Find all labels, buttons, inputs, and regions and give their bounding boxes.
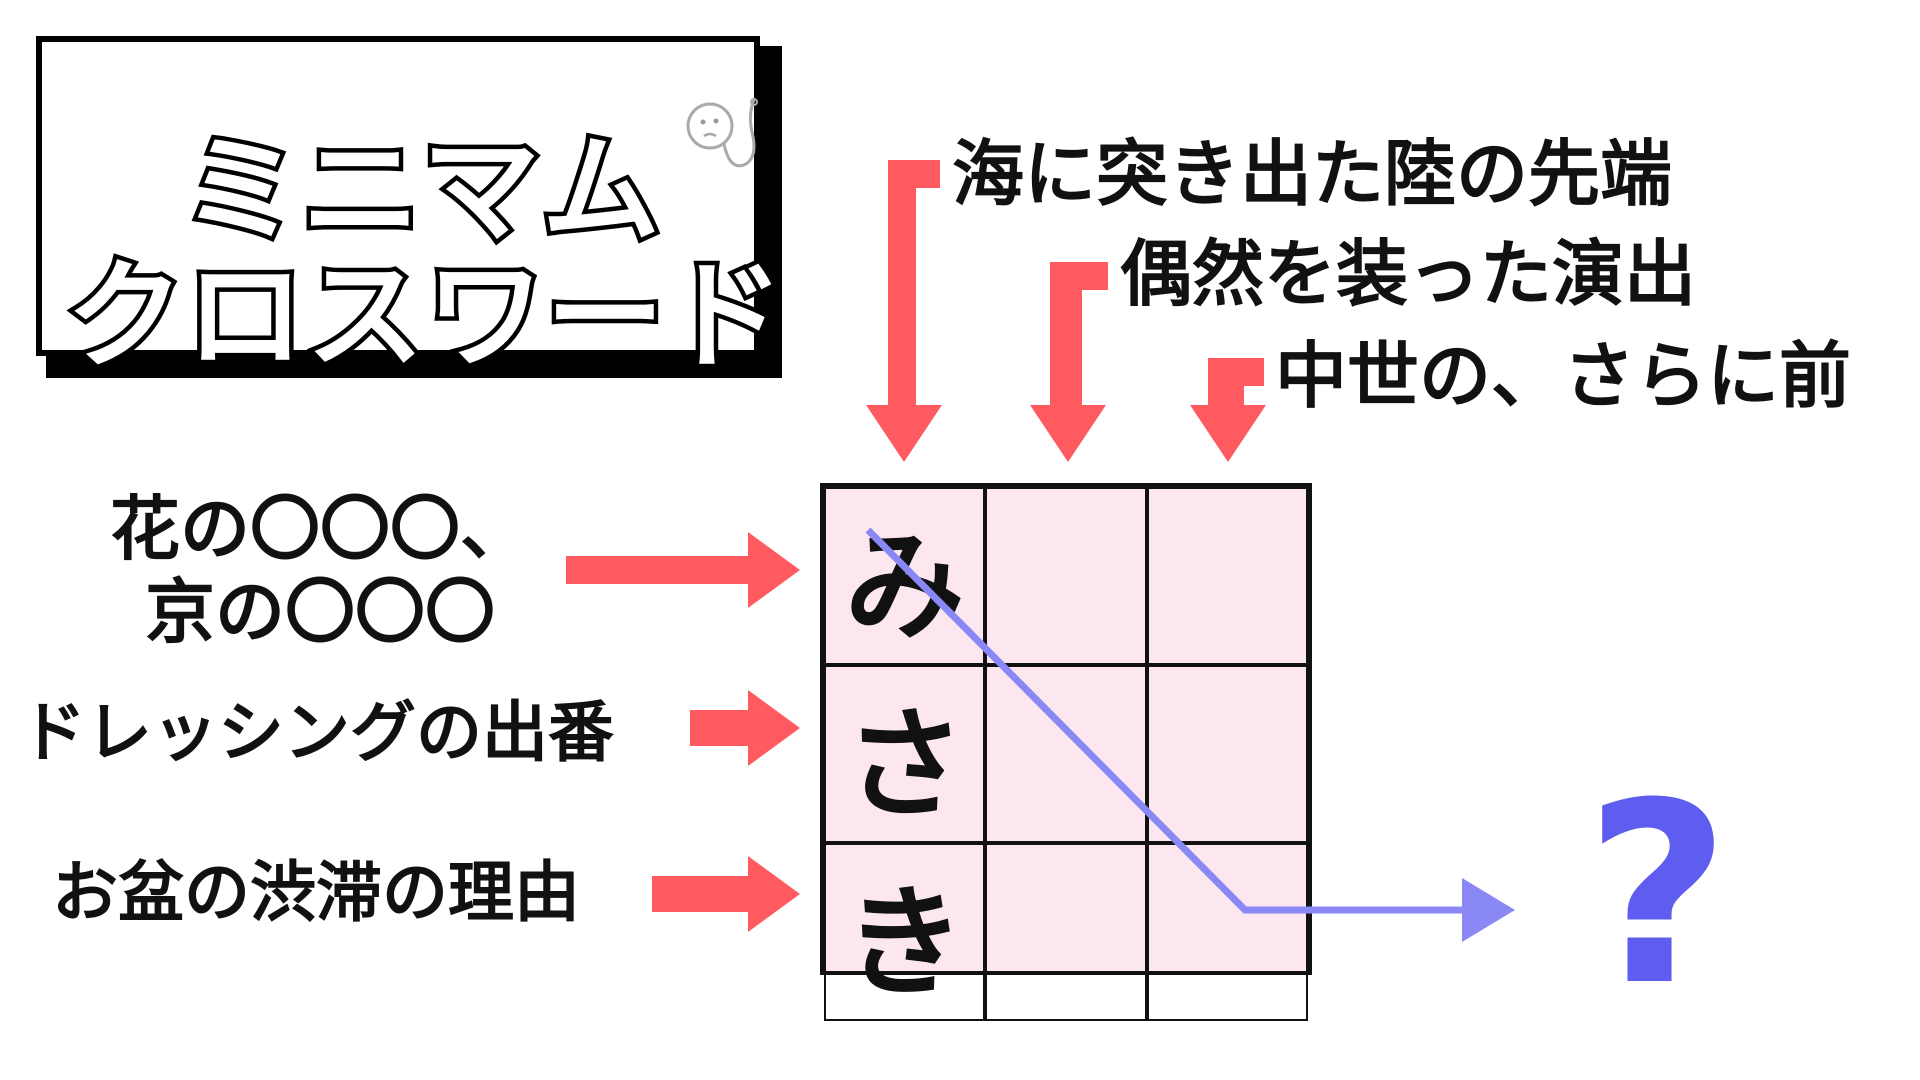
- mascot-doodle-icon: [686, 98, 758, 168]
- grid-cell-r3c1[interactable]: き: [824, 843, 986, 1021]
- crossword-grid: み さ き: [820, 483, 1312, 1021]
- grid-cell-r2c3[interactable]: [1146, 665, 1308, 843]
- path-arrowhead-icon: [1462, 878, 1515, 942]
- across-arrow-1-icon: [566, 532, 800, 608]
- across-arrow-3-icon: [652, 856, 800, 932]
- across-clue-1-line-2: 京の〇〇〇: [145, 570, 495, 653]
- grid-cell-r2c2[interactable]: [985, 665, 1147, 843]
- down-clue-2: 偶然を装った演出: [1120, 232, 1697, 316]
- across-clue-1: 花の〇〇〇、 京の〇〇〇: [60, 488, 580, 653]
- across-clue-1-line-1: 花の〇〇〇、: [110, 488, 530, 570]
- down-arrow-3-icon: [1190, 358, 1266, 462]
- down-clue-1: 海に突き出た陸の先端: [952, 132, 1673, 216]
- title-panel: ミニマム クロスワード: [36, 36, 789, 390]
- grid-cell-r1c2[interactable]: [985, 487, 1147, 665]
- grid-cell-r2c1[interactable]: さ: [824, 665, 986, 843]
- down-clue-3: 中世の、さらに前: [1275, 334, 1852, 418]
- title-line-2: クロスワード: [61, 243, 788, 390]
- across-clue-3: お盆の渋滞の理由: [52, 854, 580, 931]
- grid-cell-r3c2[interactable]: [985, 843, 1147, 1021]
- grid-cell-r1c3[interactable]: [1146, 487, 1308, 665]
- grid-cell-r3c3[interactable]: [1146, 843, 1308, 1021]
- across-arrow-2-icon: [690, 690, 800, 766]
- across-clue-2: ドレッシングの出番: [20, 694, 614, 771]
- down-arrow-2-icon: [1030, 262, 1108, 462]
- grid-cell-r1c1[interactable]: み: [824, 487, 986, 665]
- answer-question-mark: ?: [1585, 749, 1731, 1040]
- down-arrow-1-icon: [866, 160, 942, 462]
- title-line-1: ミニマム: [177, 117, 664, 264]
